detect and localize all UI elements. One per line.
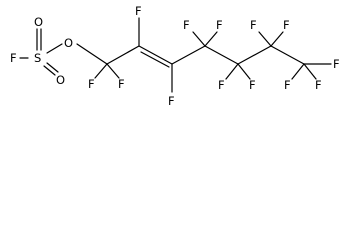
atom-f-c7b: F: [315, 78, 322, 92]
atom-f-c5b: F: [249, 78, 256, 92]
bond-s-o-dn-b: [46, 62, 59, 73]
atom-f-c3: F: [168, 94, 175, 108]
bond-c5-c6: [237, 45, 272, 65]
bond-c2-c3-a: [138, 45, 173, 65]
bond-o-c1: [76, 43, 108, 65]
bond-s-o-bridge: [46, 43, 63, 54]
atom-f-c5a: F: [218, 78, 225, 92]
atom-f-c6b: F: [283, 18, 290, 32]
atom-s: S: [34, 51, 41, 65]
atom-f-c1a: F: [88, 77, 95, 91]
atom-o-up: O: [34, 15, 43, 29]
bond-c7-fb: [303, 63, 317, 80]
bond-c5-fb: [237, 63, 251, 80]
bonds: [19, 17, 332, 93]
bond-c3-c4: [171, 45, 206, 65]
bond-c2-c3-b: [140, 51, 170, 68]
atom-f-c1b: F: [118, 77, 125, 91]
bond-c1-fa: [94, 63, 108, 79]
atom-f-c2: F: [135, 4, 142, 18]
bond-s-o-dn-a: [43, 65, 56, 76]
structure-canvas: F S O O O F F F F F F F F F F F F F: [0, 0, 360, 118]
atom-o-down: O: [56, 73, 65, 87]
bond-c4-fb: [204, 31, 218, 47]
chemical-structure: F S O O O F F F F F F F F F F F F F: [10, 4, 340, 108]
bond-c1-fb: [106, 63, 120, 79]
bond-c5-fa: [225, 63, 239, 80]
bond-c6-fb: [270, 31, 284, 47]
atom-f-sulfonyl: F: [10, 51, 17, 65]
bond-c4-c5: [204, 45, 239, 65]
atom-f-c4a: F: [183, 18, 190, 32]
bond-c6-c7: [270, 45, 305, 65]
bond-c4-fa: [192, 31, 206, 47]
atom-f-c7c: F: [333, 57, 340, 71]
atom-f-c7a: F: [284, 78, 291, 92]
atom-labels: F S O O O F F F F F F F F F F F F F: [10, 4, 340, 108]
atom-f-c6a: F: [250, 18, 257, 32]
bond-c6-fa: [258, 31, 272, 47]
bond-c1-c2: [106, 45, 140, 65]
bond-c7-fa: [291, 63, 305, 80]
atom-o-bridge: O: [64, 36, 73, 50]
atom-f-c4b: F: [216, 18, 223, 32]
